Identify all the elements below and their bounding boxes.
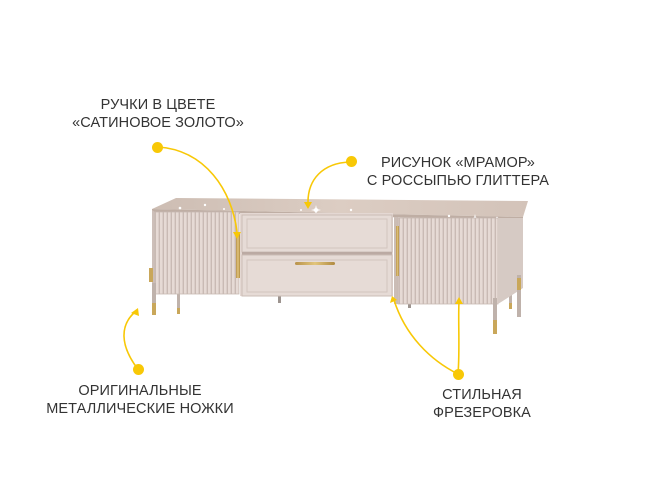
callout-marble-line-1: РИСУНОК «МРАМОР»	[381, 155, 535, 171]
right-fluted-door	[398, 218, 498, 304]
arrow-marble	[307, 161, 351, 203]
callout-marble-label: РИСУНОК «МРАМОР» С РОССЫПЬЮ ГЛИТТЕРА	[358, 154, 558, 190]
arrow-handles	[157, 146, 238, 233]
left-side-panel	[152, 210, 155, 285]
callout-legs-dot	[133, 364, 144, 375]
arrow-legs	[123, 311, 138, 369]
right-side-panel	[498, 218, 523, 304]
upper-drawer	[241, 214, 393, 253]
callout-arrows	[123, 146, 460, 375]
callout-marble-line-2: С РОССЫПЬЮ ГЛИТТЕРА	[366, 173, 550, 189]
callout-milling-label: СТИЛЬНАЯ ФРЕЗЕРОВКА	[412, 386, 552, 422]
arrow-milling-1	[393, 299, 459, 375]
callout-handles-label: РУЧКИ В ЦВЕТЕ «САТИНОВОЕ ЗОЛОТО»	[58, 96, 258, 132]
callout-legs-label: ОРИГИНАЛЬНЫЕ МЕТАЛЛИЧЕСКИЕ НОЖКИ	[40, 382, 240, 418]
callout-handles-line-2: «САТИНОВОЕ ЗОЛОТО»	[72, 115, 244, 131]
marble-top	[152, 198, 528, 217]
drawer-block	[240, 213, 393, 297]
callout-milling-dot	[453, 369, 464, 380]
arrow-milling-2	[457, 301, 460, 375]
callout-milling-line-1: СТИЛЬНАЯ	[442, 387, 522, 403]
front-legs	[149, 268, 521, 334]
arrowheads	[131, 202, 463, 316]
callout-handles-line-1: РУЧКИ В ЦВЕТЕ	[100, 97, 216, 113]
gold-handles	[236, 226, 399, 278]
callout-handles-dot	[152, 142, 163, 153]
callout-milling-line-2: ФРЕЗЕРОВКА	[433, 405, 531, 421]
callout-legs-line-2: МЕТАЛЛИЧЕСКИЕ НОЖКИ	[46, 401, 234, 417]
callout-legs-line-1: ОРИГИНАЛЬНЫЕ	[78, 383, 202, 399]
lower-drawer	[241, 254, 393, 297]
left-fluted-door	[155, 212, 239, 294]
callout-marble-dot	[346, 156, 357, 167]
